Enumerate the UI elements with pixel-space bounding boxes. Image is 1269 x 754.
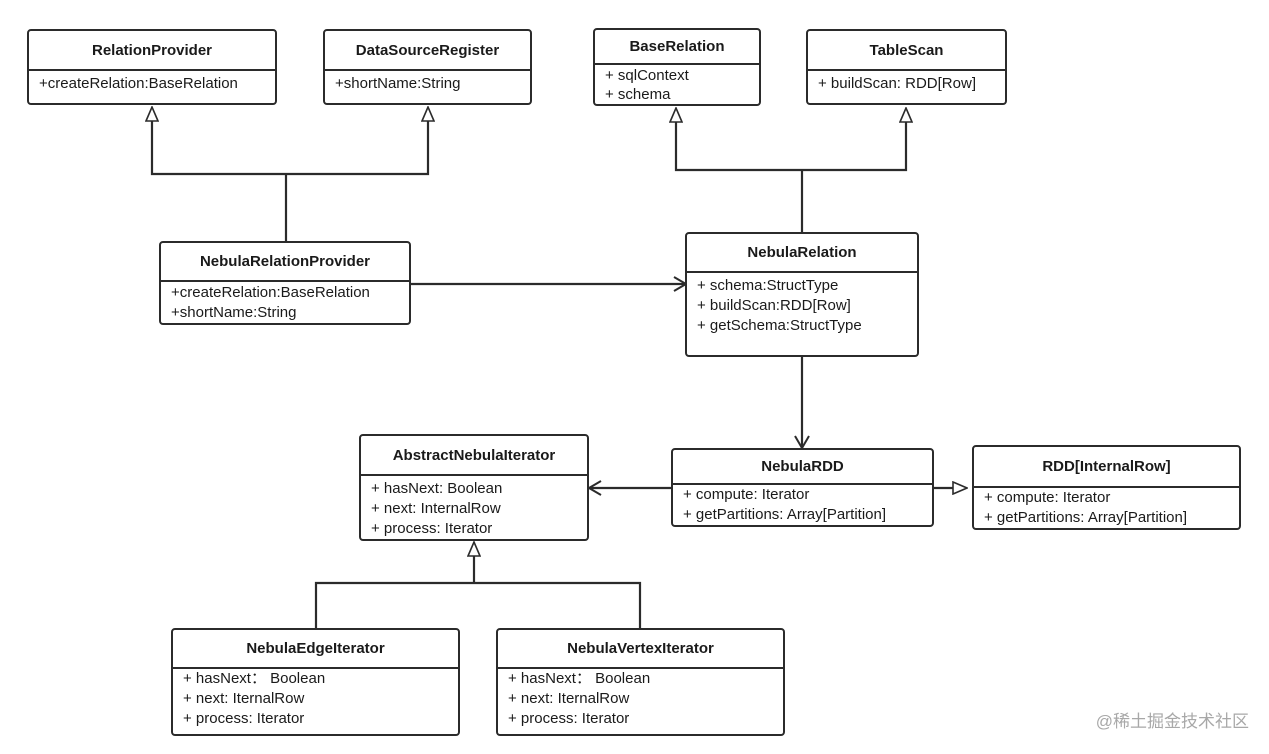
member: + process: Iterator [183, 710, 305, 727]
class-nebula-vertex-iterator[interactable]: NebulaVertexIterator + hasNext： Boolean … [496, 628, 785, 736]
member: + sqlContext [605, 67, 689, 84]
class-name: RelationProvider [29, 31, 275, 71]
class-members: +createRelation:BaseRelation +shortName:… [161, 282, 409, 323]
member: +shortName:String [335, 75, 461, 92]
member: + compute: Iterator [683, 486, 810, 503]
class-nebula-edge-iterator[interactable]: NebulaEdgeIterator + hasNext： Boolean + … [171, 628, 460, 736]
class-members: + hasNext: Boolean + next: InternalRow +… [361, 476, 587, 539]
class-name: NebulaRDD [673, 450, 932, 485]
watermark: @稀土掘金技术社区 [1095, 712, 1249, 731]
class-members: + buildScan: RDD[Row] [808, 71, 1005, 94]
class-nebula-relation[interactable]: NebulaRelation + schema:StructType + bui… [685, 232, 919, 357]
member: + hasNext： Boolean [508, 670, 651, 687]
class-relation-provider[interactable]: RelationProvider +createRelation:BaseRel… [27, 29, 277, 105]
class-table-scan[interactable]: TableScan + buildScan: RDD[Row] [806, 29, 1007, 105]
class-nebula-rdd[interactable]: NebulaRDD + compute: Iterator + getParti… [671, 448, 934, 527]
member: + getSchema:StructType [697, 317, 862, 334]
member: + next: IternalRow [508, 690, 630, 707]
class-members: + compute: Iterator + getPartitions: Arr… [673, 485, 932, 525]
member: + hasNext: Boolean [371, 480, 503, 497]
member: + process: Iterator [508, 710, 630, 727]
class-base-relation[interactable]: BaseRelation + sqlContext + schema [593, 28, 761, 106]
class-rdd-internal-row[interactable]: RDD[InternalRow] + compute: Iterator + g… [972, 445, 1241, 530]
member: + next: IternalRow [183, 690, 305, 707]
class-members: + hasNext： Boolean + next: IternalRow + … [173, 669, 458, 729]
inherit-line-baserelation [676, 122, 802, 172]
class-name: RDD[InternalRow] [974, 447, 1239, 488]
class-name: NebulaEdgeIterator [173, 630, 458, 669]
class-members: + sqlContext + schema [595, 65, 759, 104]
inherit-line-relationprovider [152, 121, 286, 176]
member: +createRelation:BaseRelation [39, 75, 238, 92]
member: + compute: Iterator [984, 489, 1111, 506]
class-name: DataSourceRegister [325, 31, 530, 71]
class-name: NebulaRelationProvider [161, 243, 409, 282]
member: + schema [605, 86, 671, 103]
class-members: +shortName:String [325, 71, 530, 94]
class-name: BaseRelation [595, 30, 759, 65]
class-members: + schema:StructType + buildScan:RDD[Row]… [687, 273, 917, 336]
class-members: + compute: Iterator + getPartitions: Arr… [974, 488, 1239, 528]
member: +createRelation:BaseRelation [171, 284, 370, 301]
class-name: AbstractNebulaIterator [361, 436, 587, 476]
member: + buildScan: RDD[Row] [818, 75, 976, 92]
class-datasource-register[interactable]: DataSourceRegister +shortName:String [323, 29, 532, 105]
class-name: NebulaVertexIterator [498, 630, 783, 669]
class-members: +createRelation:BaseRelation [29, 71, 275, 94]
member: + next: InternalRow [371, 500, 501, 517]
class-members: + hasNext： Boolean + next: IternalRow + … [498, 669, 783, 729]
class-abstract-nebula-iterator[interactable]: AbstractNebulaIterator + hasNext: Boolea… [359, 434, 589, 541]
member: + hasNext： Boolean [183, 670, 326, 687]
class-name: NebulaRelation [687, 234, 917, 273]
member: + getPartitions: Array[Partition] [683, 506, 887, 523]
member: +shortName:String [171, 304, 297, 321]
member: + getPartitions: Array[Partition] [984, 509, 1188, 526]
member: + schema:StructType [697, 277, 839, 294]
member: + buildScan:RDD[Row] [697, 297, 851, 314]
inherit-line-tablescan [802, 122, 906, 172]
class-name: TableScan [808, 31, 1005, 71]
member: + process: Iterator [371, 520, 493, 537]
inherit-line-datasourceregister [286, 121, 428, 176]
inherit-line-edge-vertex [314, 581, 642, 628]
class-nebula-relation-provider[interactable]: NebulaRelationProvider +createRelation:B… [159, 241, 411, 325]
